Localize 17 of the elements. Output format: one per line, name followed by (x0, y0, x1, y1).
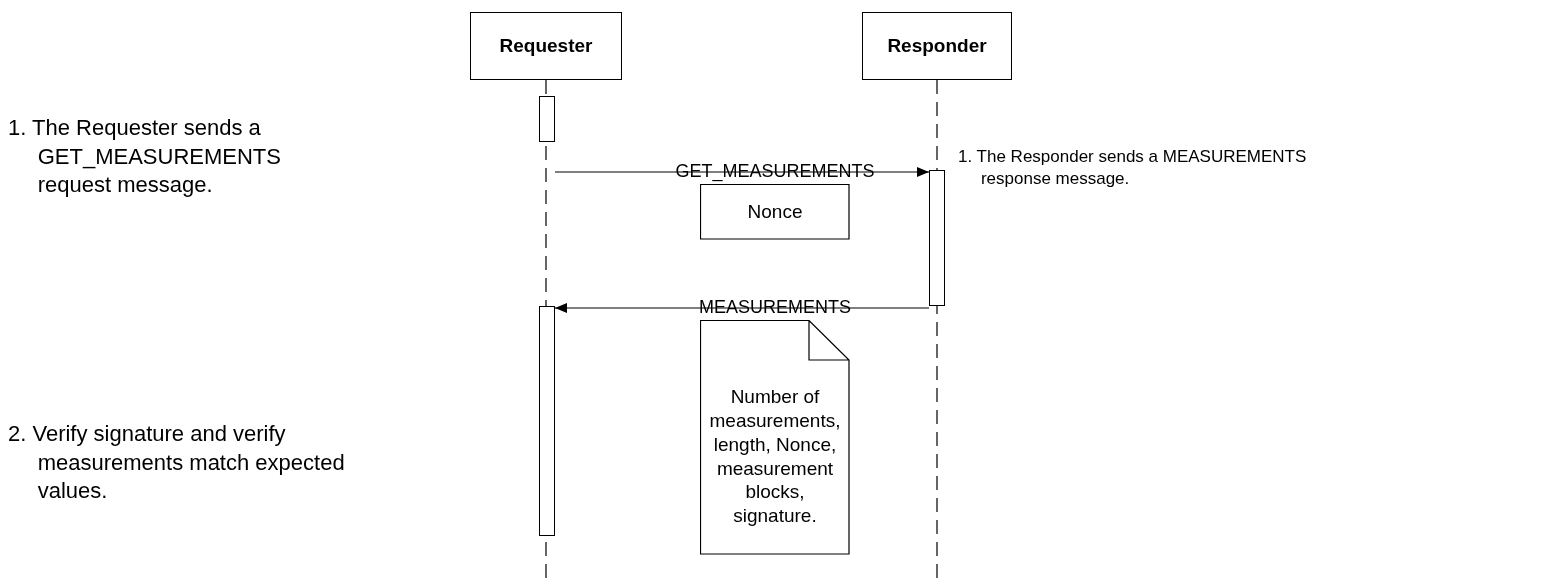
lifeline-name: Responder (887, 35, 987, 57)
note-shape (700, 320, 850, 555)
lifeline-header-box (862, 12, 1012, 80)
message-arrow (554, 303, 930, 313)
step-text: 1. The Requester sends a GET_MEASUREMENTS request message. (8, 114, 282, 200)
message-arrow (554, 167, 930, 177)
lifeline-header-box (470, 12, 622, 80)
activation-bar (539, 306, 555, 536)
step-text: 1. The Responder sends a MEASUREMENTS response message. (958, 146, 1308, 191)
activation-bar (929, 170, 945, 306)
activation-bar (539, 96, 555, 142)
note-text: Nonce (747, 200, 803, 224)
note-shape (700, 184, 850, 240)
edge-label: GET_MEASUREMENTS (673, 161, 877, 182)
note-text: Number of measurements, length, Nonce, measurement blocks, signature. (708, 385, 842, 528)
lifeline-name: Requester (499, 35, 593, 57)
step-text: 2. Verify signature and verify measurements match expected values. (8, 420, 346, 506)
